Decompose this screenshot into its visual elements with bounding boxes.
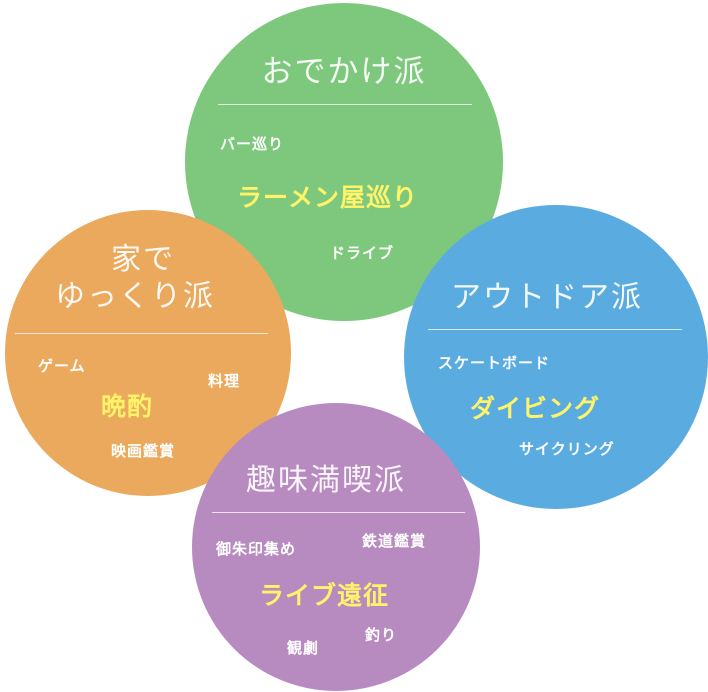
hobby-item-fishing: 釣り: [365, 626, 398, 644]
outing-divider: [218, 104, 472, 105]
outdoor-item-cycling: サイクリング: [519, 440, 615, 458]
home-title-line2: ゆっくり派: [55, 279, 215, 314]
home-item-game: ゲーム: [38, 357, 86, 375]
home-title-line1: 家で: [111, 242, 175, 277]
home-highlight: 晩酌: [101, 392, 154, 421]
outdoor-highlight: ダイビング: [470, 394, 601, 423]
outdoor-circle: [404, 205, 708, 509]
outing-title: おでかけ派: [261, 54, 427, 90]
home-item-cooking: 料理: [208, 372, 241, 390]
outdoor-title: アウトドア派: [451, 280, 643, 315]
home-item-movies: 映画鑑賞: [111, 442, 176, 460]
hobby-highlight: ライブ遠征: [259, 581, 390, 610]
hobby-item-goshuin: 御朱印集め: [216, 540, 297, 558]
outing-item-bar: バー巡り: [220, 135, 285, 153]
hobby-title: 趣味満喫派: [246, 463, 406, 498]
home-divider: [15, 333, 268, 334]
outdoor-item-skate: スケートボード: [438, 354, 551, 372]
hobby-divider: [212, 512, 465, 513]
hobby-circle: [192, 403, 480, 691]
outing-item-drive: ドライブ: [330, 244, 395, 262]
outing-highlight: ラーメン屋巡り: [237, 183, 419, 212]
hobby-item-theater: 観劇: [287, 639, 320, 657]
hobby-item-trains: 鉄道鑑賞: [362, 532, 427, 550]
outdoor-divider: [428, 329, 682, 330]
